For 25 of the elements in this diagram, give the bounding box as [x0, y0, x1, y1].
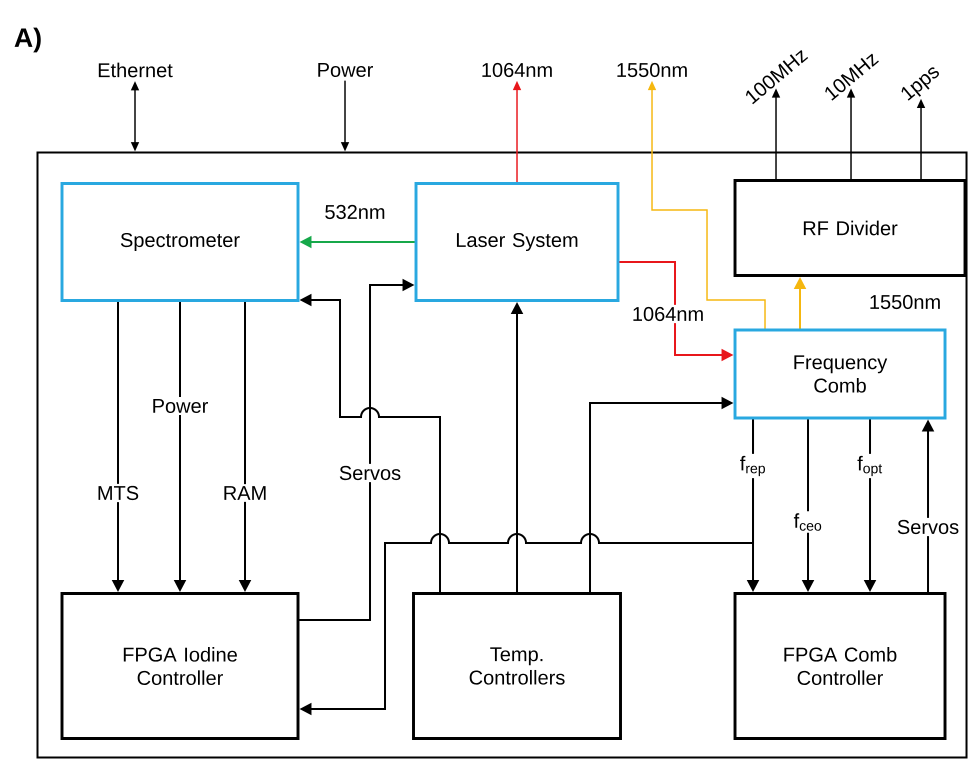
port-label: 1550nm [617, 62, 687, 78]
output-label: 1pps [902, 67, 939, 101]
edge-label: 1064nm [630, 304, 706, 324]
edge-label: 1550nm [866, 292, 944, 312]
edge-label: MTS [94, 484, 142, 502]
module-box: Frequency Comb [734, 328, 946, 420]
edge-label: Servos [336, 464, 404, 482]
edge-label: Servos [894, 518, 962, 536]
panel-label: A) [14, 28, 41, 52]
module-box: FPGA Comb Controller [734, 592, 946, 740]
module-box: Laser System [414, 182, 620, 302]
port-label: 1064nm [482, 62, 552, 78]
enclosure-box [36, 152, 968, 758]
edge-label: 532nm [322, 202, 388, 222]
module-box: FPGA Iodine Controller [60, 592, 300, 740]
module-box: Temp. Controllers [412, 592, 622, 740]
edge-label: f$_{opt}$ [855, 454, 885, 478]
port-label: Power [318, 63, 373, 77]
edge-label: f$_{rep}$ [738, 454, 768, 478]
module-box: RF Divider [734, 179, 966, 277]
edge-label: f$_{ceo}$ [792, 511, 824, 533]
edge-label: Power [150, 397, 210, 415]
module-box: Spectrometer [60, 182, 300, 302]
port-label: Ethernet [98, 62, 173, 78]
edge-label: RAM [220, 484, 270, 502]
